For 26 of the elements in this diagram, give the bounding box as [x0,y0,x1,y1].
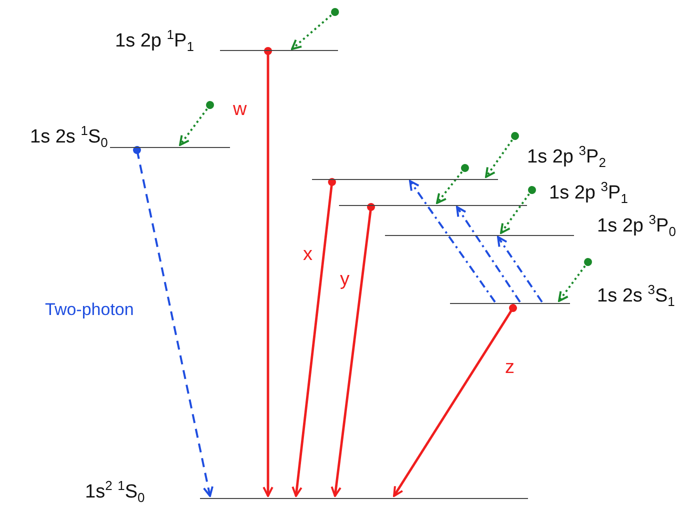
transition-arrow [485,132,519,178]
transition-arrow [330,203,375,497]
level-label: 1s 2p $^{1}$P$_{1}$ [115,26,194,56]
transition-arrow [291,8,339,50]
transition-arrow [500,186,536,234]
level-label: 1s 2s $^{3}$S$_{1}$ [597,281,675,312]
transition-arrow [392,304,517,497]
level-label: 1s 2p $^{3}$P$_{0}$ [597,211,676,242]
transition-label: x [303,245,312,265]
transition-arrow [436,164,469,204]
transition-label: w [233,100,247,120]
level-label: 1s 2s $^{1}$S$_{0}$ [30,122,108,152]
transition-arrow [179,101,214,146]
transition-arrow [456,206,521,303]
transition-arrow [409,180,496,303]
level-label: 1s 2p $^{3}$P$_{2}$ [527,142,606,172]
transition-arrow [292,178,336,497]
transition-label: y [340,270,350,290]
transition-arrow [262,47,274,497]
level-label: 1s$^{2}$ $^{1}$S$_{0}$ [85,477,145,505]
level-label: 1s 2p $^{3}$P$_{1}$ [549,178,628,208]
transition-arrow [133,146,214,497]
transition-label: z [505,358,514,378]
transition-arrow [497,236,543,303]
transition-label: Two-photon [45,300,134,320]
transition-arrow [558,258,592,302]
